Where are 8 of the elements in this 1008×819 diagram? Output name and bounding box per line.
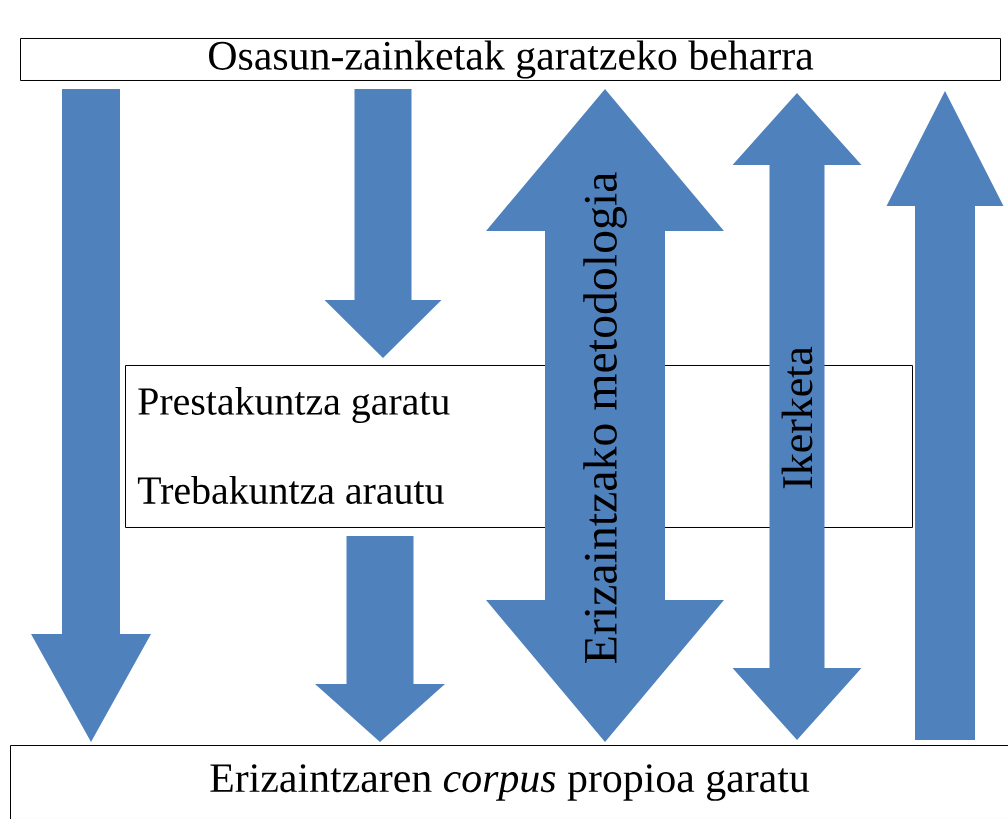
- text-box: Erizaintzaren corpus propioa garatu: [10, 745, 1008, 819]
- text-box: Osasun-zainketak garatzeko beharra: [20, 38, 1001, 81]
- block-arrow: [732, 93, 862, 740]
- block-arrow: [486, 89, 724, 742]
- block-arrow: [31, 89, 151, 742]
- block-arrow: [315, 536, 445, 742]
- block-arrow: [324, 89, 442, 358]
- block-arrow: [886, 91, 1004, 740]
